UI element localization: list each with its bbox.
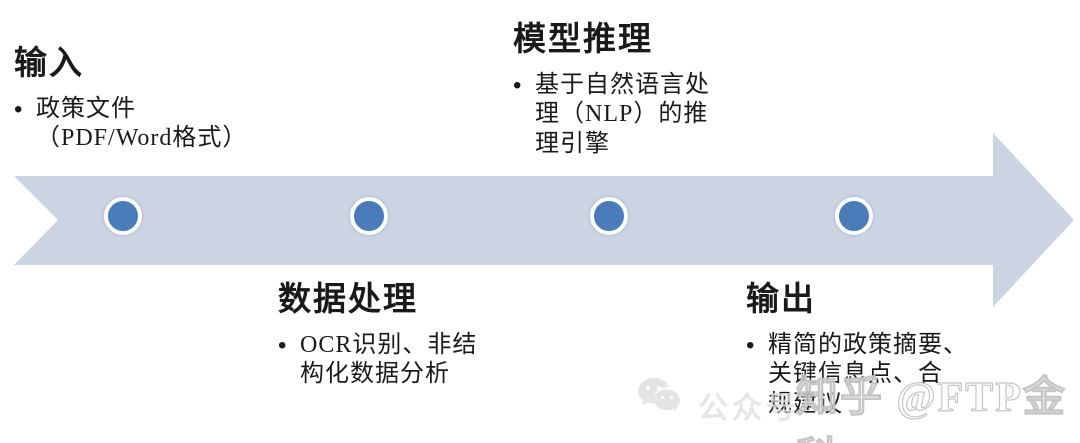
stage-input-bullet: • 政策文件 （PDF/Word格式） <box>14 95 314 154</box>
stage-output: 输出 • 精简的政策摘要、 关键信息点、合 规建议 <box>746 272 1016 419</box>
stage-input: 输入 • 政策文件 （PDF/Word格式） <box>14 36 314 154</box>
stage-data-processing: 数据处理 • OCR识别、非结 构化数据分析 <box>278 272 528 390</box>
stage-output-title: 输出 <box>746 282 816 318</box>
stage-input-title: 输入 <box>14 46 84 82</box>
stage-model-inference-bullet: • 基于自然语言处 理（NLP）的推 理引擎 <box>513 71 753 159</box>
stage-output-bullet: • 精简的政策摘要、 关键信息点、合 规建议 <box>746 331 1016 419</box>
process-node-model-inference <box>590 197 628 235</box>
stage-input-detail: 政策文件 （PDF/Word格式） <box>36 96 248 152</box>
process-node-input <box>104 197 142 235</box>
stage-model-inference: 模型推理 • 基于自然语言处 理（NLP）的推 理引擎 <box>513 12 753 159</box>
process-node-output <box>835 197 873 235</box>
stage-model-inference-title: 模型推理 <box>513 22 653 58</box>
stage-data-processing-detail: OCR识别、非结 构化数据分析 <box>300 332 478 388</box>
stage-model-inference-detail: 基于自然语言处 理（NLP）的推 理引擎 <box>535 72 710 157</box>
bullet-icon: • <box>14 96 23 123</box>
stage-data-processing-bullet: • OCR识别、非结 构化数据分析 <box>278 331 528 390</box>
arrow-shape <box>14 133 1074 307</box>
stage-data-processing-title: 数据处理 <box>278 282 418 318</box>
stage-output-detail: 精简的政策摘要、 关键信息点、合 规建议 <box>768 332 968 417</box>
bullet-icon: • <box>278 332 287 359</box>
process-node-data-processing <box>350 197 388 235</box>
bullet-icon: • <box>746 332 755 359</box>
bullet-icon: • <box>513 72 522 99</box>
